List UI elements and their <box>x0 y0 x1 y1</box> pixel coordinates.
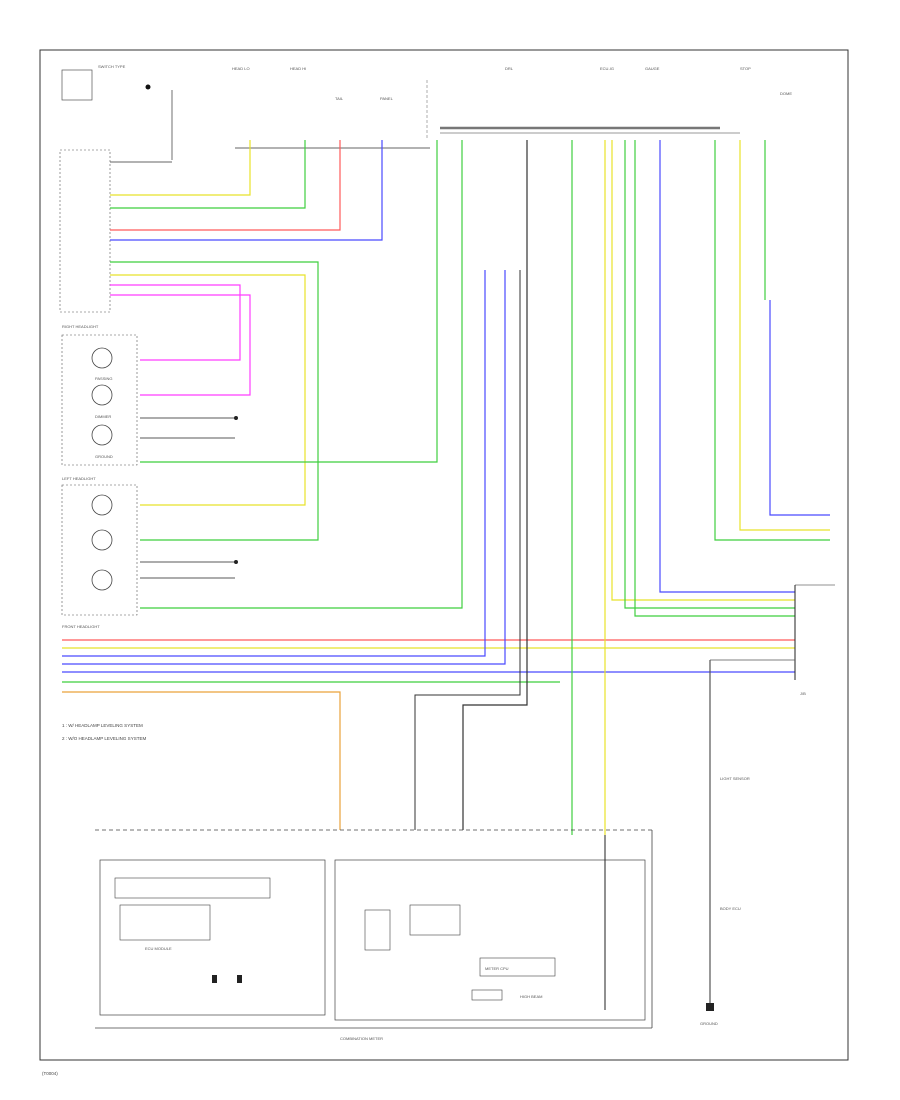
ground-symbol: GROUND <box>700 1003 718 1026</box>
wire-blue-right <box>659 140 795 593</box>
meter-cpu-label: METER CPU <box>485 966 509 971</box>
high-beam-label: HIGH BEAM <box>520 994 542 999</box>
top-left-unit-label: SWITCH TYPE <box>98 64 126 69</box>
wire-blue-bus-2 <box>62 270 506 665</box>
fuse-label-a: HEAD LO <box>232 66 250 71</box>
right-connector: J/B <box>710 584 835 696</box>
wire-green-4 <box>140 140 463 609</box>
fuse-label-b: HEAD HI <box>290 66 306 71</box>
ecu-module-inner-label: ECU MODULE <box>145 946 172 951</box>
wire-blue-right-2 <box>769 300 830 516</box>
wire-green-right-2 <box>634 140 795 617</box>
switch-stubs <box>140 415 238 579</box>
wire-magenta-2 <box>110 294 251 396</box>
wire-green-1 <box>110 140 306 209</box>
wire-yellow-right-2 <box>611 140 795 601</box>
footer-code: (T0004) <box>42 1071 58 1076</box>
dimmer-label: DIMMER <box>95 414 111 419</box>
note-1: 1 : W/ HEADLAMP LEVELING SYSTEM <box>62 723 143 728</box>
ecu-module-box: ECU MODULE <box>99 859 326 1016</box>
right-connector-label: J/B <box>800 691 806 696</box>
fuse-label-d: PANEL <box>380 96 394 101</box>
left-headlight-block: LEFT HEADLIGHT <box>61 476 138 616</box>
combination-meter-label: COMBINATION METER <box>340 1036 383 1041</box>
wire-magenta-1 <box>110 284 241 361</box>
combination-meter-box: METER CPU HIGH BEAM COMBINATION METER <box>334 835 646 1041</box>
wire-green-3 <box>140 140 438 463</box>
fuse-label-c: TAIL <box>335 96 344 101</box>
bottom-dashed-boundary <box>95 829 653 1029</box>
note-2: 2 : W/O HEADLAMP LEVELING SYSTEM <box>62 736 146 741</box>
ground-label-1: GROUND <box>95 454 113 459</box>
right-column-label-1: LIGHT SENSOR <box>720 776 750 781</box>
wire-yellow-right-3 <box>739 140 830 531</box>
wires <box>62 140 830 1010</box>
wire-black-2 <box>414 270 521 830</box>
front-headlight-bus-label: FRONT HEADLIGHT <box>62 624 100 629</box>
bottom-ground-label: GROUND <box>700 1021 718 1026</box>
wire-black-1 <box>462 140 528 830</box>
wire-blue-1 <box>110 140 383 241</box>
wire-red-1 <box>110 140 341 231</box>
wire-orange-bus <box>62 691 341 830</box>
wire-green-right-4 <box>714 140 830 541</box>
wire-yellow-1 <box>110 140 251 196</box>
diagram-frame <box>39 49 849 1061</box>
wire-green-right-1 <box>624 140 795 609</box>
fuse-label-i: DOME <box>780 91 792 96</box>
top-left-switch-unit: SWITCH TYPE <box>59 64 173 313</box>
right-headlight-block: RIGHT HEADLIGHT <box>61 324 138 466</box>
wire-green-2 <box>110 261 319 541</box>
right-headlight-label: RIGHT HEADLIGHT <box>62 324 99 329</box>
passing-label: PASSING <box>95 376 113 381</box>
left-headlight-label: LEFT HEADLIGHT <box>62 476 96 481</box>
fuse-label-h: STOP <box>740 66 751 71</box>
fuse-label-g: GAUGE <box>645 66 660 71</box>
wire-yellow-2 <box>110 274 306 506</box>
fuse-label-f: ECU-IG <box>600 66 614 71</box>
wire-blue-bus-1 <box>62 270 486 657</box>
top-fuse-row: HEAD LO HEAD HI TAIL PANEL DRL ECU-IG GA… <box>232 66 792 149</box>
right-column-label-2: BODY ECU <box>720 906 741 911</box>
fuse-label-e: DRL <box>505 66 514 71</box>
